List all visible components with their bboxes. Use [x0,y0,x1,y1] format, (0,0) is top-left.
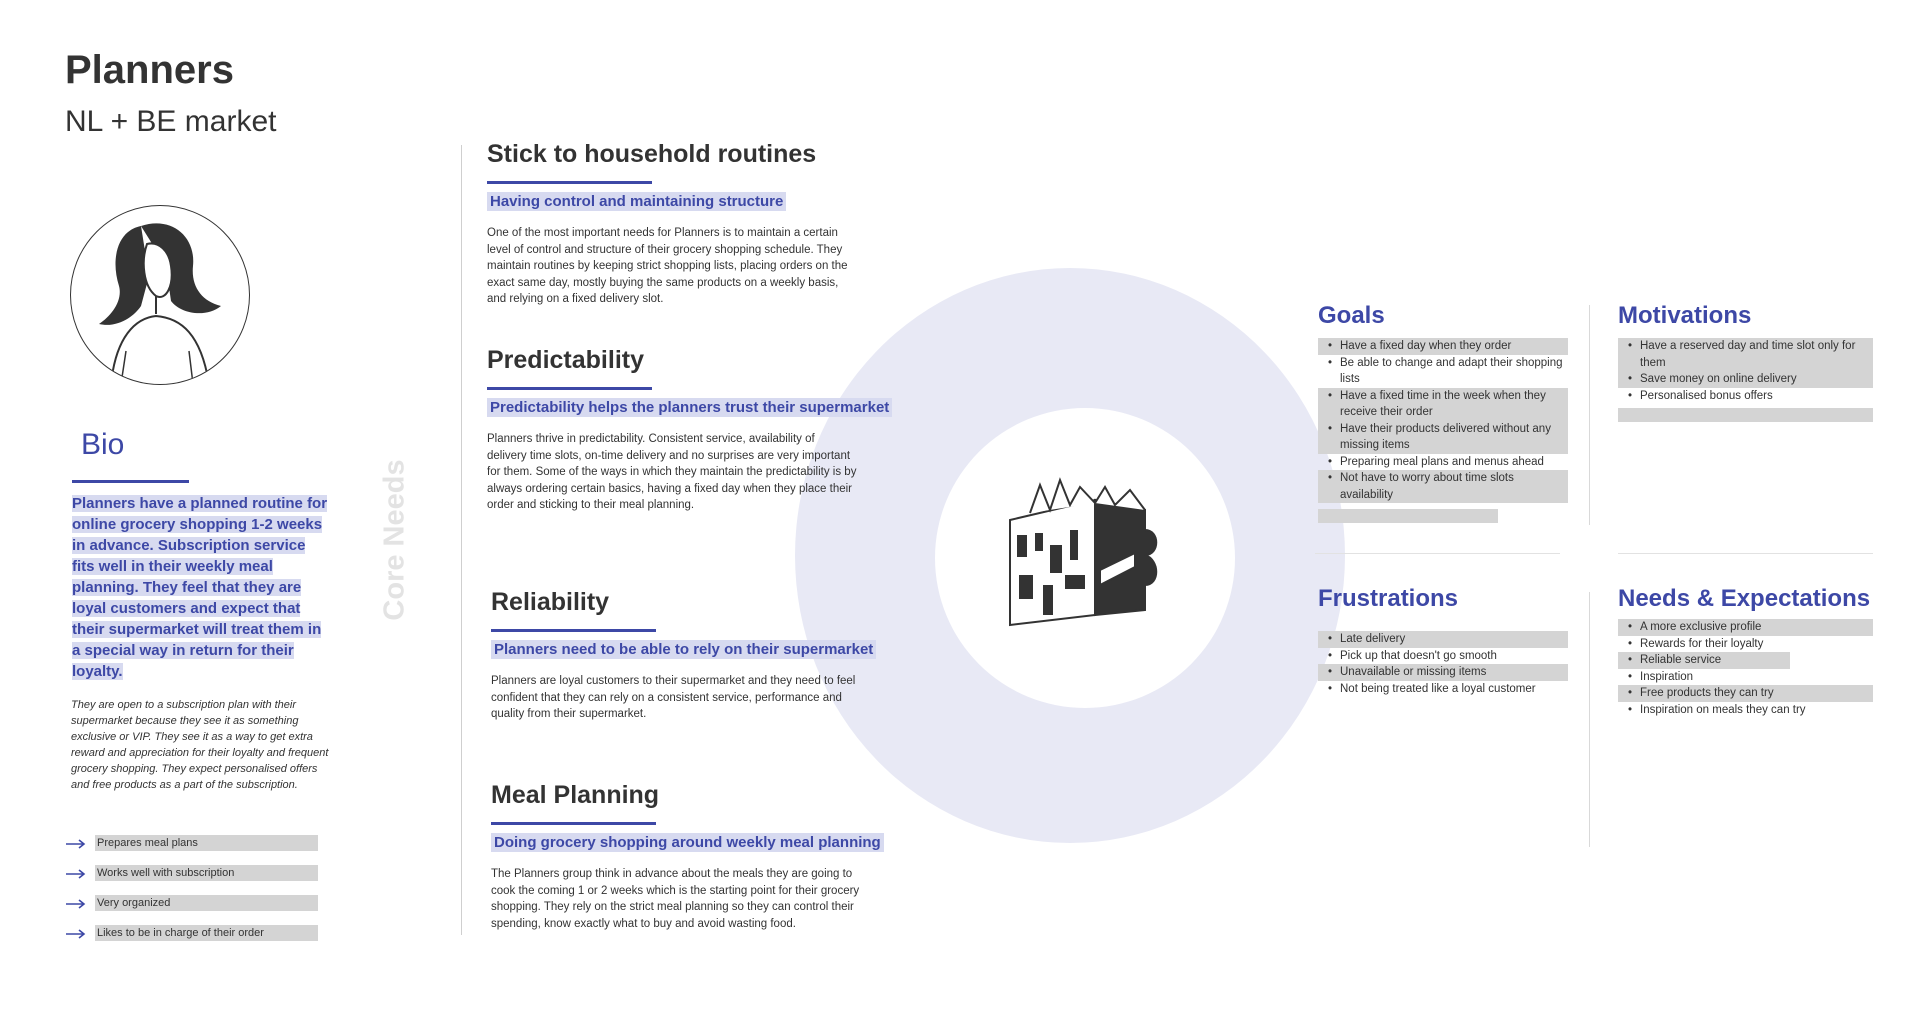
arrow-right-icon [66,929,86,939]
divider [461,145,462,935]
list-item: Free products they can try [1618,685,1873,702]
bio-note: They are open to a subscription plan wit… [71,699,329,791]
goals-list: Have a fixed day when they order Be able… [1318,338,1568,503]
need-title: Meal Planning [491,781,660,809]
list-item: Not have to worry about time slots avail… [1318,470,1568,503]
trait-label: Likes to be in charge of their order [95,925,318,941]
arrow-right-icon [66,839,86,849]
page-subtitle: NL + BE market [65,105,277,138]
divider [1315,553,1560,554]
motivations-title: Motivations [1618,302,1752,329]
list-item: Rewards for their loyalty [1618,636,1873,653]
needs-expectations-list: A more exclusive profile Rewards for the… [1618,619,1873,718]
motivations-panel: Motivations Have a reserved day and time… [1618,302,1873,422]
goals-title: Goals [1318,302,1385,329]
frustrations-panel: Frustrations Late delivery Pick up that … [1318,585,1568,697]
bio-underline [72,480,189,483]
list-item: Save money on online delivery [1618,371,1873,388]
trait-label: Works well with subscription [95,865,318,881]
bio-summary: Planners have a planned routine for onli… [72,495,328,680]
needs-expectations-title: Needs & Expectations [1618,585,1871,612]
need-text: Planners thrive in predictability. Consi… [487,433,857,511]
list-item: Not being treated like a loyal customer [1318,681,1568,698]
list-item: Likes to be in charge of their order [65,925,330,955]
trait-label: Prepares meal plans [95,835,318,851]
need-underline [487,181,652,184]
list-item: Prepares meal plans [65,835,330,865]
building-illustration-icon [1009,477,1158,627]
need-subtitle: Planners need to be able to rely on thei… [491,640,877,659]
need-text: The Planners group think in advance abou… [491,868,860,930]
list-item: Have their products delivered without an… [1318,420,1568,454]
list-item: Unavailable or missing items [1318,664,1568,681]
list-item: Personalised bonus offers [1618,388,1873,405]
need-section: Meal Planning Doing grocery shopping aro… [491,781,931,932]
motivations-list: Have a reserved day and time slot only f… [1618,338,1873,404]
placeholder-bar [1618,408,1873,422]
trait-list: Prepares meal plans Works well with subs… [65,835,330,955]
need-text: One of the most important needs for Plan… [487,227,848,305]
core-needs-label: Core Needs [378,459,411,621]
list-item: Pick up that doesn't go smooth [1318,648,1568,665]
page-title: Planners [65,48,234,92]
arrow-right-icon [66,899,86,909]
need-title: Stick to household routines [487,140,817,168]
list-item: Be able to change and adapt their shoppi… [1318,355,1568,388]
need-text: Planners are loyal customers to their su… [491,675,856,720]
trait-label: Very organized [95,895,318,911]
need-underline [487,387,652,390]
list-item: Preparing meal plans and menus ahead [1318,454,1568,471]
list-item: Late delivery [1318,631,1568,648]
need-underline [491,629,656,632]
list-item: Inspiration on meals they can try [1618,702,1873,719]
need-underline [491,822,656,825]
bio-heading: Bio [81,428,125,461]
list-item: Have a reserved day and time slot only f… [1618,338,1873,371]
frustrations-title: Frustrations [1318,585,1459,612]
need-section: Predictability Predictability helps the … [487,346,927,514]
list-item: Very organized [65,895,330,925]
list-item: Have a fixed time in the week when they … [1318,387,1568,421]
need-subtitle: Predictability helps the planners trust … [487,398,893,417]
frustrations-list: Late delivery Pick up that doesn't go sm… [1318,631,1568,697]
divider [1618,553,1873,554]
need-section: Stick to household routines Having contr… [487,140,927,308]
needs-expectations-panel: Needs & Expectations A more exclusive pr… [1618,585,1873,718]
person-avatar-icon [70,205,250,385]
need-title: Reliability [491,588,610,616]
list-item: Reliable service [1618,652,1790,669]
list-item: Works well with subscription [65,865,330,895]
need-subtitle: Having control and maintaining structure [487,192,787,211]
need-section: Reliability Planners need to be able to … [491,588,931,723]
divider [1589,592,1590,847]
arrow-right-icon [66,869,86,879]
divider [1589,305,1590,525]
need-subtitle: Doing grocery shopping around weekly mea… [491,833,884,852]
list-item: A more exclusive profile [1618,619,1873,636]
goals-panel: Goals Have a fixed day when they order B… [1318,302,1568,523]
list-item: Have a fixed day when they order [1318,338,1568,355]
placeholder-bar [1318,509,1498,523]
list-item: Inspiration [1618,669,1873,686]
need-title: Predictability [487,346,644,374]
